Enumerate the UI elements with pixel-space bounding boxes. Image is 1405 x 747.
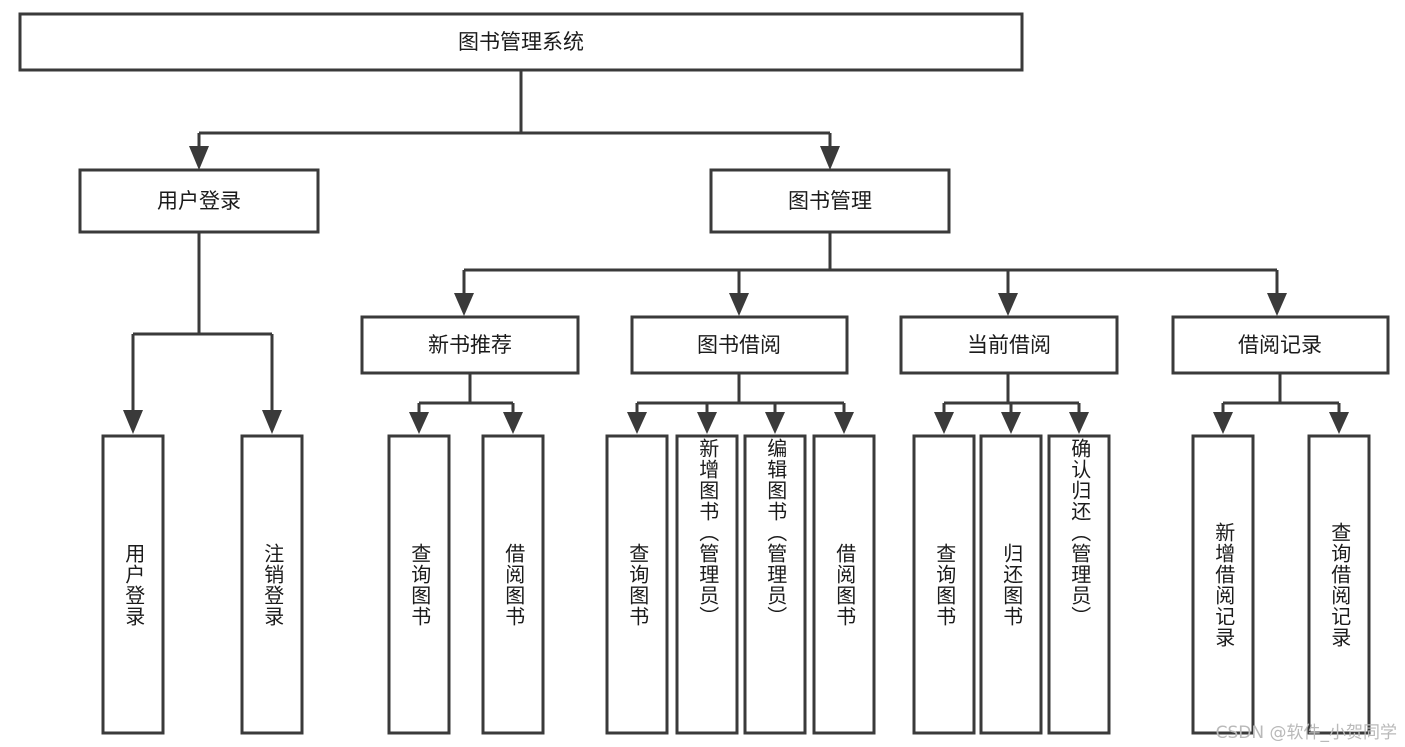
csdn-watermark: CSDN @软件_小贺同学 — [1215, 723, 1397, 743]
connector-group-user-login-to-leaves — [123, 232, 282, 434]
arrowhead-book-manage — [820, 146, 840, 170]
arrowhead-leaf-3 — [409, 412, 429, 434]
node-box-leaf-10[interactable] — [979, 434, 1043, 735]
arrowhead-leaf-13 — [1329, 412, 1349, 434]
node-box-current-borrow[interactable] — [899, 315, 1119, 375]
node-box-leaf-1[interactable] — [101, 434, 165, 735]
node-box-root[interactable] — [18, 12, 1024, 72]
node-label-book-borrow: 图书借阅 — [697, 333, 781, 357]
arrowhead-leaf-6 — [697, 412, 717, 434]
node-box-book-manage[interactable] — [709, 168, 951, 234]
node-box-user-login[interactable] — [78, 168, 320, 234]
node-box-leaf-7[interactable] — [743, 434, 807, 735]
arrowhead-leaf-8 — [834, 412, 854, 434]
node-box-leaf-8[interactable] — [812, 434, 876, 735]
node-box-leaf-2[interactable] — [240, 434, 304, 735]
connector-group-new-book-rec-to-leaves — [409, 373, 523, 434]
node-label-book-manage: 图书管理 — [788, 189, 872, 213]
arrowhead-user-login — [189, 146, 209, 170]
arrowhead-borrow-record — [1267, 293, 1287, 316]
connector-group-current-borrow-to-leaves — [934, 373, 1089, 434]
arrowhead-leaf-4 — [503, 412, 523, 434]
connector-group-borrow-record-to-leaves — [1213, 373, 1349, 434]
connector-group-root-to-level2 — [189, 70, 840, 170]
node-box-book-borrow[interactable] — [630, 315, 849, 375]
node-box-leaf-6[interactable] — [675, 434, 739, 735]
node-label-current-borrow: 当前借阅 — [967, 333, 1051, 357]
arrowhead-leaf-5 — [627, 412, 647, 434]
arrowhead-leaf-2 — [262, 410, 282, 434]
node-box-leaf-11[interactable] — [1047, 434, 1111, 735]
node-label-root: 图书管理系统 — [458, 30, 584, 54]
node-label-new-book-rec: 新书推荐 — [428, 333, 512, 357]
arrowhead-book-borrow — [729, 293, 749, 316]
node-box-leaf-3[interactable] — [387, 434, 451, 735]
connector-group-book-manage-to-level3 — [454, 232, 1287, 316]
arrowhead-leaf-9 — [934, 412, 954, 434]
node-box-leaf-9[interactable] — [912, 434, 976, 735]
arrowhead-current-borrow — [998, 293, 1018, 316]
node-box-leaf-4[interactable] — [481, 434, 545, 735]
node-box-leaf-12[interactable] — [1191, 434, 1255, 735]
arrowhead-new-book-rec — [454, 293, 474, 316]
node-box-leaf-5[interactable] — [605, 434, 669, 735]
arrowhead-leaf-10 — [1001, 412, 1021, 434]
arrowhead-leaf-1 — [123, 410, 143, 434]
node-label-borrow-record: 借阅记录 — [1238, 333, 1322, 357]
node-label-user-login: 用户登录 — [157, 189, 241, 213]
arrowhead-leaf-12 — [1213, 412, 1233, 434]
node-box-borrow-record[interactable] — [1171, 315, 1390, 375]
node-box-new-book-rec[interactable] — [360, 315, 580, 375]
connector-group-book-borrow-to-leaves — [627, 373, 854, 434]
arrowhead-leaf-7 — [765, 412, 785, 434]
node-box-leaf-13[interactable] — [1307, 434, 1371, 735]
arrowhead-leaf-11 — [1069, 412, 1089, 434]
